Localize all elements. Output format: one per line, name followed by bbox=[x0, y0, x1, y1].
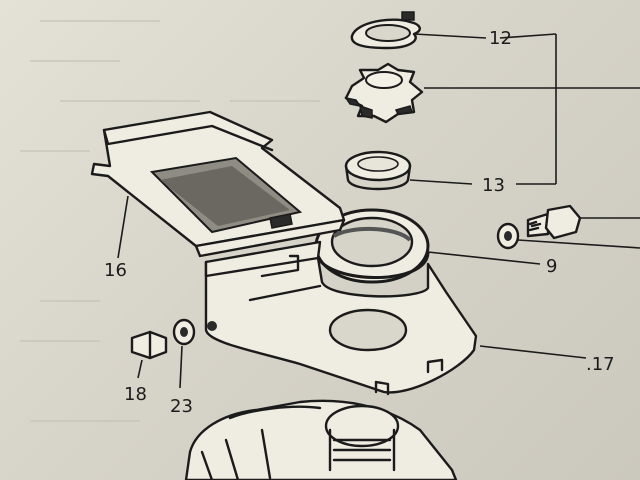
leader-23 bbox=[179, 345, 183, 389]
callout-23: 23 bbox=[170, 396, 193, 417]
part-18-bolt bbox=[130, 330, 168, 360]
callout-labels: 12 13 9 16 .17 18 23 bbox=[104, 28, 615, 417]
page-bleed-through bbox=[20, 20, 320, 422]
leader-9 bbox=[427, 251, 541, 265]
leader-side-washer bbox=[517, 239, 640, 249]
lower-housing bbox=[184, 399, 458, 480]
part-23-washer bbox=[172, 318, 196, 346]
callout-9: 9 bbox=[546, 256, 557, 277]
leader-13 bbox=[409, 179, 473, 185]
leader-lines bbox=[117, 33, 640, 389]
part-13-seal bbox=[344, 150, 412, 191]
callout-18: 18 bbox=[124, 384, 147, 405]
callout-16: 16 bbox=[104, 260, 127, 281]
leader-12 bbox=[413, 33, 487, 39]
side-bolt bbox=[526, 204, 582, 240]
leader-17 bbox=[479, 345, 587, 359]
callout-13: 13 bbox=[482, 175, 505, 196]
leader-18 bbox=[137, 359, 143, 379]
callout-12: 12 bbox=[489, 28, 512, 49]
side-washer bbox=[496, 222, 520, 250]
part-16-cover-flap bbox=[90, 110, 346, 258]
callout-17: .17 bbox=[586, 354, 615, 375]
part-17-bracket bbox=[204, 240, 478, 396]
part-12-gasket-ring bbox=[350, 11, 421, 50]
part-9-rubber-ring bbox=[314, 208, 430, 284]
part-12-star-cap bbox=[344, 62, 424, 124]
leader-16 bbox=[117, 195, 129, 259]
